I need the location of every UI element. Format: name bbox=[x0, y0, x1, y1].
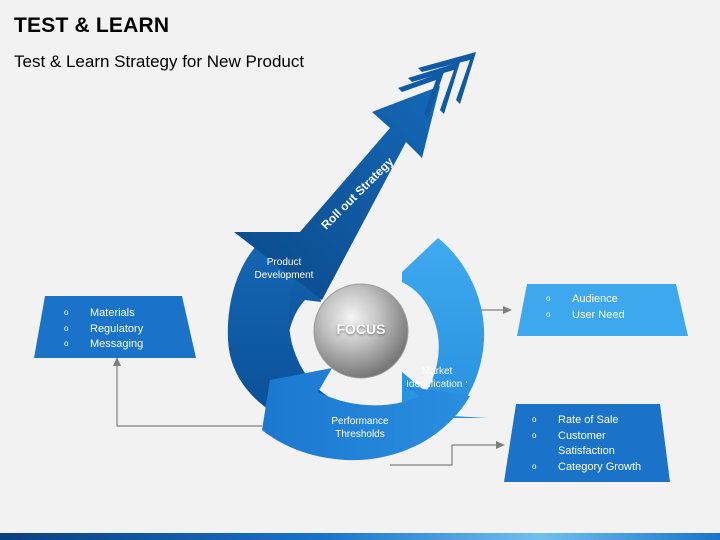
connector-right-bottom-arrowhead bbox=[496, 441, 505, 449]
performance-thresholds-label: Performance Thresholds bbox=[331, 416, 389, 440]
market-identification-label: Market Identification : bbox=[406, 366, 468, 390]
product-development-segment-body bbox=[227, 240, 338, 426]
list-item: Messaging bbox=[64, 336, 184, 353]
list-item: User Need bbox=[546, 307, 666, 324]
arrow-chevron-2 bbox=[408, 62, 460, 114]
connector-left-arrowhead bbox=[113, 357, 121, 366]
performance-thresholds-segment bbox=[262, 368, 470, 461]
list-item: Audience bbox=[546, 291, 666, 308]
product-development-label: Product Development bbox=[254, 257, 314, 281]
list-item: Rate of Sale bbox=[532, 412, 662, 429]
arrow-chevron-1 bbox=[398, 72, 444, 118]
bottom-accent-bar bbox=[0, 533, 720, 540]
rate-of-sale-list: Rate of Sale Customer Satisfaction Categ… bbox=[532, 412, 662, 476]
page-title: TEST & LEARN bbox=[14, 14, 170, 37]
roll-out-strategy-arrow bbox=[234, 86, 440, 300]
connector-right-bottom bbox=[390, 444, 502, 466]
list-item: Materials bbox=[64, 305, 184, 322]
market-identification-segment bbox=[402, 238, 488, 418]
audience-list: Audience User Need bbox=[546, 291, 666, 324]
list-item: Regulatory bbox=[64, 321, 184, 338]
connector-right-top-arrowhead bbox=[503, 306, 512, 314]
connector-left bbox=[116, 358, 262, 427]
list-item: Category Growth bbox=[532, 459, 662, 476]
materials-list: Materials Regulatory Messaging bbox=[64, 305, 184, 353]
list-item: Customer Satisfaction bbox=[532, 428, 662, 460]
arrow-chevron-3 bbox=[418, 52, 476, 104]
page-subtitle: Test & Learn Strategy for New Product bbox=[14, 52, 305, 71]
focus-sphere bbox=[313, 283, 409, 379]
focus-label: FOCUS bbox=[336, 321, 386, 337]
